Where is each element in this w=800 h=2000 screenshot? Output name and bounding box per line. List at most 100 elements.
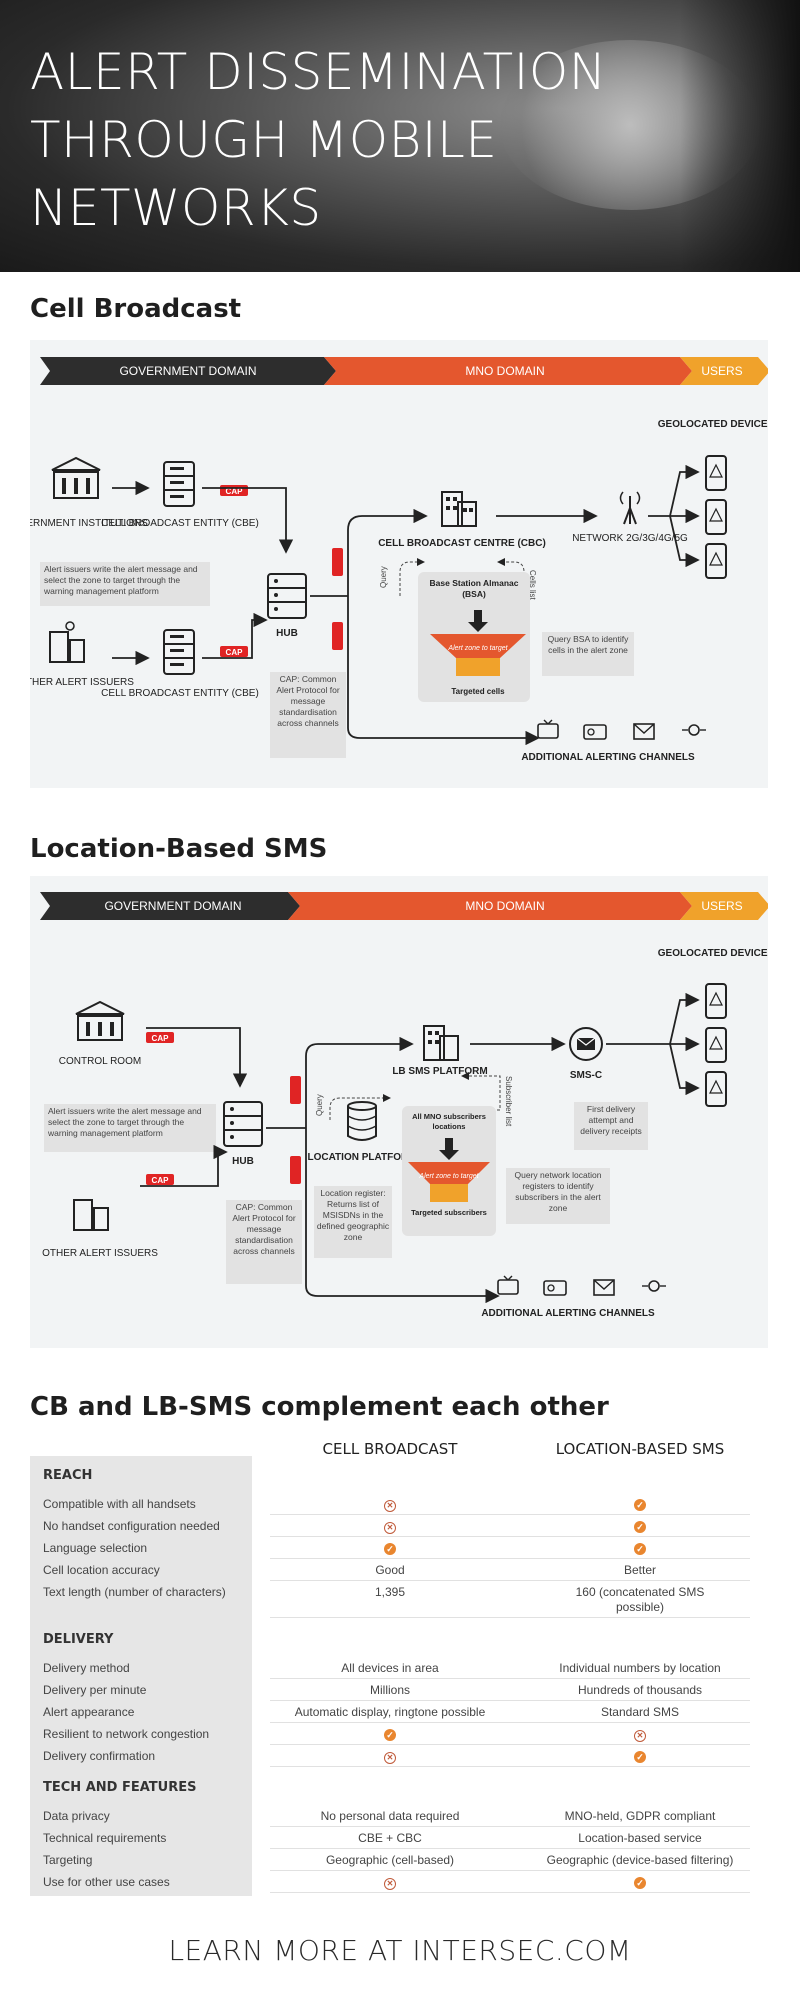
issuer-note: Alert issuers write the alert message an… (48, 1106, 202, 1138)
cbc-label: CELL BROADCAST CENTRE (CBC) (378, 538, 546, 549)
row-label: Language selection (43, 1541, 148, 1555)
row-divider (270, 1722, 750, 1723)
arrow-cbe2-hub (202, 612, 268, 659)
row-divider (270, 1848, 750, 1849)
control-room-label: CONTROL ROOM (59, 1056, 141, 1067)
cap-tag-text: CAP (226, 648, 244, 657)
comparison-value: Automatic display, ringtone possible (294, 1705, 486, 1719)
row-label: Cell location accuracy (43, 1563, 160, 1577)
row-label: Resilient to network congestion (43, 1727, 210, 1741)
band-gov-label: GOVERNMENT DOMAIN (119, 364, 256, 378)
band-users (680, 357, 770, 385)
comparison-row: Use for other use cases✕✓ (30, 1872, 768, 1893)
band-mno-label: MNO DOMAIN (465, 899, 544, 913)
cap-tag (220, 646, 248, 657)
row-label: Use for other use cases (43, 1875, 170, 1889)
government-building-icon (51, 456, 101, 499)
cap-note-box (270, 672, 346, 758)
category-heading: REACH (43, 1468, 93, 1483)
down-arrow-icon (439, 1138, 459, 1160)
lb-platform-label: LB SMS PLATFORM (392, 1066, 487, 1077)
server-icon (163, 461, 195, 507)
comparison-value: Millions (369, 1683, 410, 1697)
row-label: Delivery confirmation (43, 1749, 156, 1763)
comparison-row: No handset configuration needed✕✓ (30, 1516, 768, 1537)
row-divider (270, 1744, 750, 1745)
arrow-hub-channels (305, 1128, 500, 1304)
other-issuers-icon (49, 621, 85, 663)
tv-icon (537, 719, 559, 739)
section-title-cell-broadcast: Cell Broadcast (30, 294, 242, 324)
comparison-row: Delivery confirmation✕✓ (30, 1746, 768, 1767)
comparison-row: Alert appearance Automatic display, ringt… (30, 1702, 768, 1723)
comparison-value: Good (375, 1563, 405, 1577)
col-head-lb-sms: LOCATION-BASED SMS (555, 1440, 725, 1458)
cap-tag-vertical (290, 1076, 301, 1104)
smsc-note-box (574, 1102, 648, 1150)
comparison-label-column (30, 1456, 252, 1896)
comparison-value: All devices in area (341, 1661, 439, 1675)
funnel-bottom (456, 658, 500, 676)
hero-banner: ALERT DISSEMINATION THROUGH MOBILE NETWO… (0, 0, 800, 272)
siren-icon (642, 1280, 666, 1292)
check-icon: ✓ (520, 1875, 760, 1889)
row-label: Compatible with all handsets (43, 1497, 196, 1511)
row-divider (270, 1536, 750, 1537)
row-label: Data privacy (43, 1809, 110, 1823)
siren-icon (682, 724, 706, 736)
category-heading: DELIVERY (43, 1632, 114, 1647)
hub-server-icon (223, 1101, 263, 1147)
location-note-box (314, 1186, 392, 1258)
phone-alert-icon (705, 543, 727, 579)
check-icon: ✓ (520, 1749, 760, 1763)
cap-tag-vertical (332, 548, 343, 576)
page-title: ALERT DISSEMINATION THROUGH MOBILE NETWO… (30, 43, 607, 237)
comparison-row: Language selection✓✓ (30, 1538, 768, 1559)
cbe-bottom-label: CELL BROADCAST ENTITY (CBE) (101, 688, 259, 699)
funnel-bottom (430, 1184, 468, 1202)
email-icon (633, 723, 655, 740)
row-divider (270, 1766, 750, 1767)
bsa-note: Query BSA to identify cells in the alert… (547, 634, 629, 655)
gov-institutions-label: GOVERNMENT INSTITUTIONS (30, 518, 148, 529)
arrow-device-1 (669, 992, 700, 1045)
geo-devices-label: GEOLOCATED DEVICES (658, 948, 768, 959)
band-mno-label: MNO DOMAIN (465, 364, 544, 378)
col-head-cell-broadcast: CELL BROADCAST (322, 1440, 458, 1458)
cap-tag-vertical (290, 1156, 301, 1184)
hub-server-icon (267, 573, 307, 619)
comparison-value: Geographic (cell-based) (325, 1853, 455, 1867)
bsa-note-box (542, 632, 634, 676)
cap-note: CAP: Common Alert Protocol for message s… (232, 1202, 296, 1256)
issuer-note: Alert issuers write the alert message an… (44, 564, 198, 596)
smsc-note: First delivery attempt and delivery rece… (580, 1104, 642, 1136)
targeted-cells-label: Targeted cells (451, 687, 505, 696)
footer-link-text[interactable]: LEARN MORE AT INTERSEC.COM (168, 1934, 632, 1967)
band-users-label: USERS (701, 364, 742, 378)
check-icon: ✓ (270, 1727, 510, 1741)
arrow-hub-lb (305, 1036, 414, 1128)
band-gov (40, 892, 300, 920)
lb-platform-building-icon (423, 1025, 459, 1061)
other-issuers-label: OTHER ALERT ISSUERS (30, 677, 134, 688)
cb-diagram-svg: GOVERNMENT DOMAIN MNO DOMAIN USERS GOVER… (4, 357, 775, 763)
additional-channels-label: ADDITIONAL ALERTING CHANNELS (521, 752, 695, 763)
tv-icon (497, 1275, 519, 1295)
cross-icon: ✕ (520, 1727, 760, 1742)
band-gov-label: GOVERNMENT DOMAIN (104, 899, 241, 913)
phone-alert-icon (705, 455, 727, 491)
cap-tag (146, 1032, 174, 1043)
hub-label: HUB (232, 1156, 254, 1167)
cap-tag (146, 1174, 174, 1185)
subscriber-list-label: Subscriber list (504, 1076, 513, 1127)
location-note: Location register: Returns list of MSISD… (316, 1188, 390, 1242)
arrow-control-hub (146, 1027, 248, 1088)
row-label: Alert appearance (43, 1705, 135, 1719)
other-issuers-label: OTHER ALERT ISSUERS (42, 1248, 158, 1259)
arrow-device-1 (669, 464, 700, 517)
phone-alert-icon (705, 983, 727, 1019)
